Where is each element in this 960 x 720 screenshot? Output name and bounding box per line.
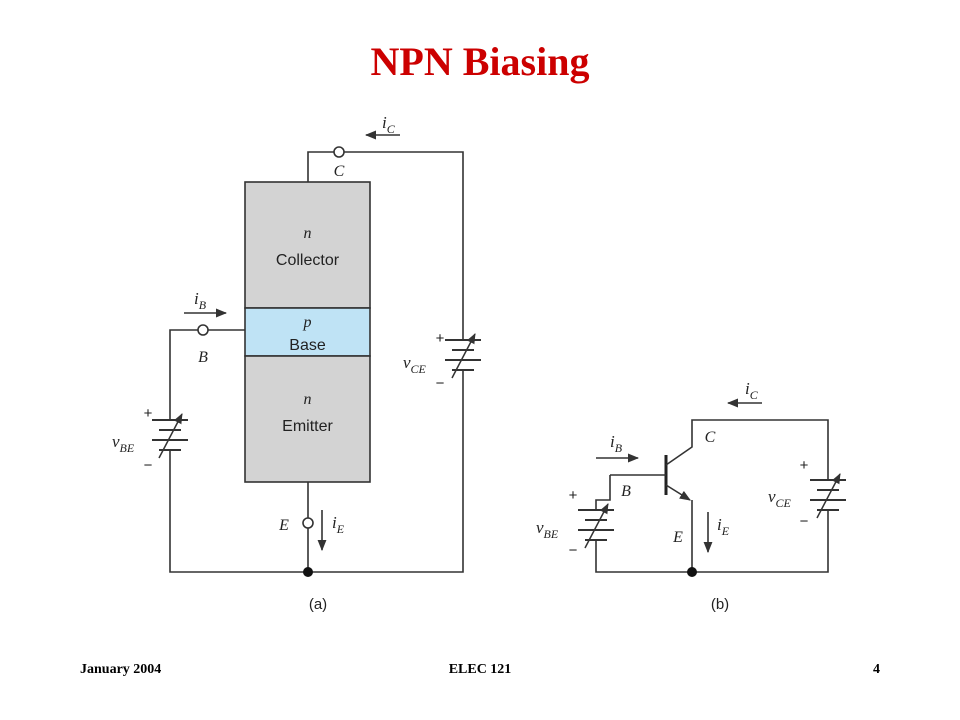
b-emitter-terminal-label: E bbox=[672, 529, 683, 546]
b-vbe-label: vBE bbox=[536, 518, 559, 541]
b-collector-current-label: iC bbox=[745, 379, 759, 402]
base-current-label: iB bbox=[194, 289, 207, 312]
vce-minus-sign: − bbox=[436, 375, 445, 392]
vbe-plus-sign: + bbox=[144, 405, 153, 422]
base-region-label: Base bbox=[289, 337, 326, 354]
b-vce-minus-sign: − bbox=[800, 513, 809, 530]
base-region bbox=[244, 307, 371, 357]
collector-terminal-label: C bbox=[334, 163, 345, 180]
footer-date: January 2004 bbox=[80, 662, 162, 677]
ground-node-a bbox=[303, 567, 313, 577]
vbe-label: vBE bbox=[112, 432, 135, 455]
collector-type-label: n bbox=[304, 225, 312, 242]
caption-b: (b) bbox=[711, 596, 729, 613]
emitter-region bbox=[244, 355, 371, 483]
diagram-b: C B E iC iB iE + − vBE bbox=[536, 379, 846, 613]
vbe-minus-sign: − bbox=[144, 457, 153, 474]
b-emitter-current-label: iE bbox=[717, 515, 730, 538]
emitter-terminal-label: E bbox=[278, 517, 289, 534]
caption-a: (a) bbox=[309, 596, 327, 613]
collector-current-label: iC bbox=[382, 113, 396, 136]
vce-plus-sign: + bbox=[436, 330, 445, 347]
base-wire bbox=[169, 329, 245, 420]
base-terminal bbox=[197, 324, 209, 336]
diagram-a: n Collector p Base n Emitter C iC + − vC… bbox=[112, 113, 481, 613]
emitter-type-label: n bbox=[304, 391, 312, 408]
collector-terminal bbox=[333, 146, 345, 158]
b-vbe-minus-sign: − bbox=[569, 542, 578, 559]
b-vce-battery bbox=[810, 473, 846, 519]
slide-title: NPN Biasing bbox=[370, 39, 590, 84]
transistor-emitter-lead bbox=[665, 484, 691, 501]
b-collector-terminal-label: C bbox=[705, 429, 716, 446]
vce-wire-lower bbox=[308, 370, 464, 573]
b-vce-plus-sign: + bbox=[800, 457, 809, 474]
b-vbe-plus-sign: + bbox=[569, 487, 578, 504]
emitter-terminal bbox=[302, 517, 314, 529]
emitter-current-label: iE bbox=[332, 513, 345, 536]
ground-node-b bbox=[687, 567, 697, 577]
base-terminal-label: B bbox=[198, 349, 208, 366]
b-vce-label: vCE bbox=[768, 487, 792, 510]
b-base-current-label: iB bbox=[610, 432, 623, 455]
vce-label: vCE bbox=[403, 353, 427, 376]
b-vce-wire-lower bbox=[692, 510, 829, 573]
vbe-wire-lower bbox=[169, 450, 308, 573]
collector-region-label: Collector bbox=[276, 252, 340, 269]
b-vbe-wire-lower bbox=[595, 540, 692, 573]
transistor-collector-lead bbox=[665, 419, 829, 480]
footer-page-number: 4 bbox=[873, 662, 880, 677]
b-base-terminal-label: B bbox=[621, 483, 631, 500]
base-type-label: p bbox=[303, 314, 312, 331]
vbe-battery bbox=[152, 413, 188, 459]
emitter-region-label: Emitter bbox=[282, 418, 333, 435]
b-vbe-battery bbox=[578, 503, 614, 549]
collector-wire bbox=[307, 151, 464, 340]
b-vbe-wire-top bbox=[595, 475, 611, 510]
collector-region bbox=[244, 181, 371, 309]
footer-course: ELEC 121 bbox=[448, 662, 512, 677]
